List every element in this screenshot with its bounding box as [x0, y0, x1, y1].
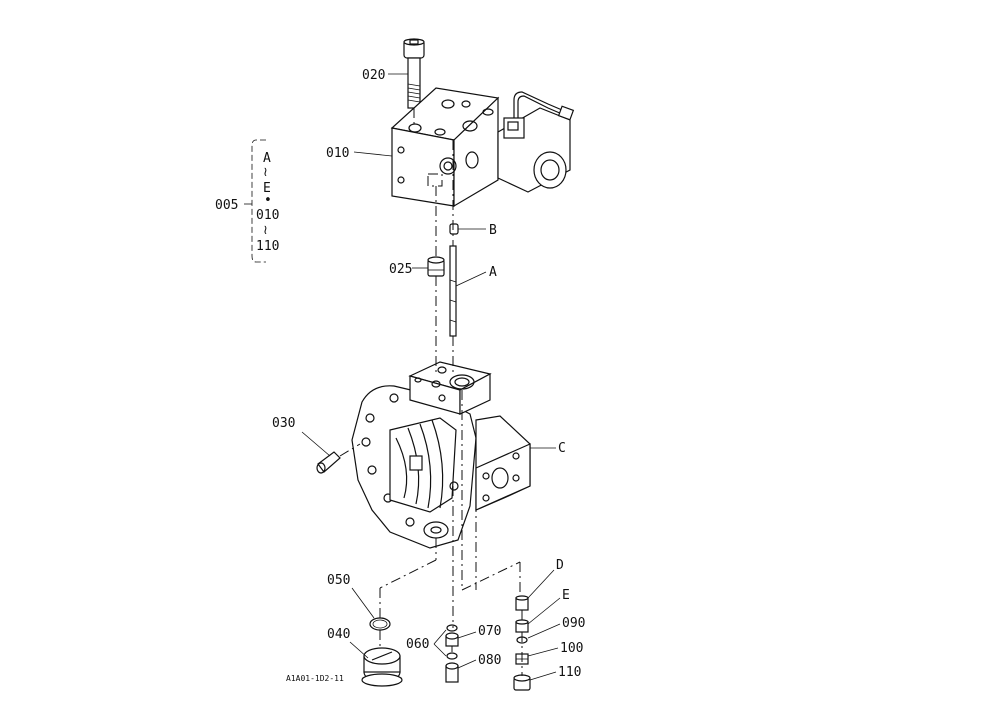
bracket-line-1: A [263, 151, 271, 166]
bracket-line-7: 110 [256, 239, 279, 254]
label-005: 005 [215, 198, 238, 213]
part-040-plug [361, 647, 403, 687]
bracket-line-3: E [263, 181, 271, 196]
part-080 [445, 652, 459, 683]
part-070 [445, 624, 459, 647]
part-main-housing [351, 361, 531, 549]
part-025-plug [427, 256, 445, 277]
bracket-line-4: • [264, 193, 272, 208]
label-C: C [558, 441, 566, 456]
label-090: 090 [562, 616, 585, 631]
leader-lines [244, 73, 561, 681]
label-040: 040 [327, 627, 350, 642]
label-E: E [562, 588, 570, 603]
part-010-valve-block [390, 87, 575, 208]
label-010: 010 [326, 146, 349, 161]
part-D [515, 595, 529, 611]
part-A-pin [449, 245, 457, 337]
label-100: 100 [560, 641, 583, 656]
bracket-line-5: 010 [256, 208, 279, 223]
part-020-bolt [403, 38, 425, 109]
label-110: 110 [558, 665, 581, 680]
label-B: B [489, 223, 497, 238]
part-B-pin [449, 223, 459, 235]
bracket-line-6: ≀ [263, 223, 268, 238]
label-025: 025 [389, 262, 412, 277]
part-110 [513, 674, 531, 691]
label-080: 080 [478, 653, 501, 668]
bracket-005 [251, 139, 266, 263]
label-050: 050 [327, 573, 350, 588]
label-D: D [556, 558, 564, 573]
drawing-code: A1A01-1D2-11 [286, 674, 344, 683]
part-030-pin [316, 451, 341, 474]
label-030: 030 [272, 416, 295, 431]
assembly-center-lines [339, 108, 523, 676]
part-E [515, 619, 529, 633]
bracket-line-2: ≀ [263, 165, 268, 180]
label-060: 060 [406, 637, 429, 652]
label-020: 020 [362, 68, 385, 83]
label-070: 070 [478, 624, 501, 639]
label-A: A [489, 265, 497, 280]
part-050-o-ring [369, 617, 391, 631]
